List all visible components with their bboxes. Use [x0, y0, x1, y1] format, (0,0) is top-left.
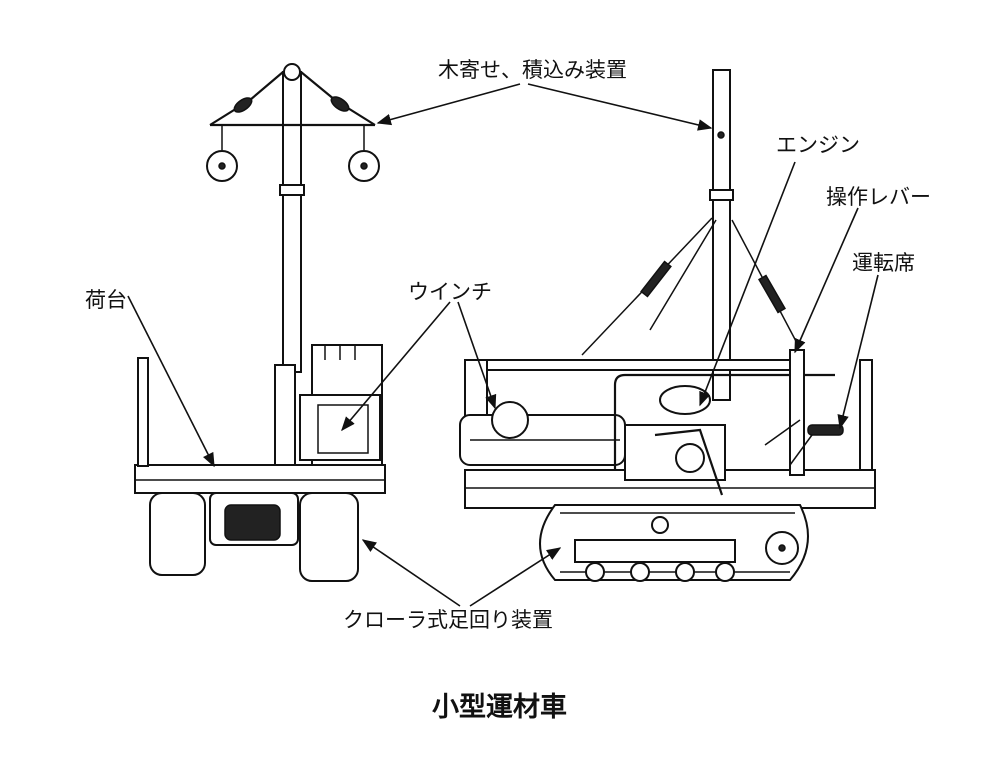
label-winch: ウインチ [408, 280, 492, 304]
label-crawler: クローラ式足回り装置 [343, 608, 553, 632]
side-mast [712, 69, 731, 401]
label-control-lever: 操作レバー [826, 185, 931, 209]
label-engine: エンジン [776, 133, 860, 157]
side-view [459, 69, 876, 582]
leader-lines [127, 83, 879, 607]
side-seat [807, 424, 844, 436]
label-loading-device: 木寄せ、積込み装置 [438, 58, 627, 82]
label-cargo-bed: 荷台 [85, 288, 127, 312]
front-track-right [299, 492, 359, 582]
front-track-left [149, 492, 206, 576]
front-cargo-bed [134, 464, 386, 494]
figure-caption: 小型運材車 [432, 692, 567, 723]
front-view [134, 63, 386, 582]
label-driver-seat: 運転席 [852, 251, 915, 275]
front-mast [282, 71, 302, 373]
